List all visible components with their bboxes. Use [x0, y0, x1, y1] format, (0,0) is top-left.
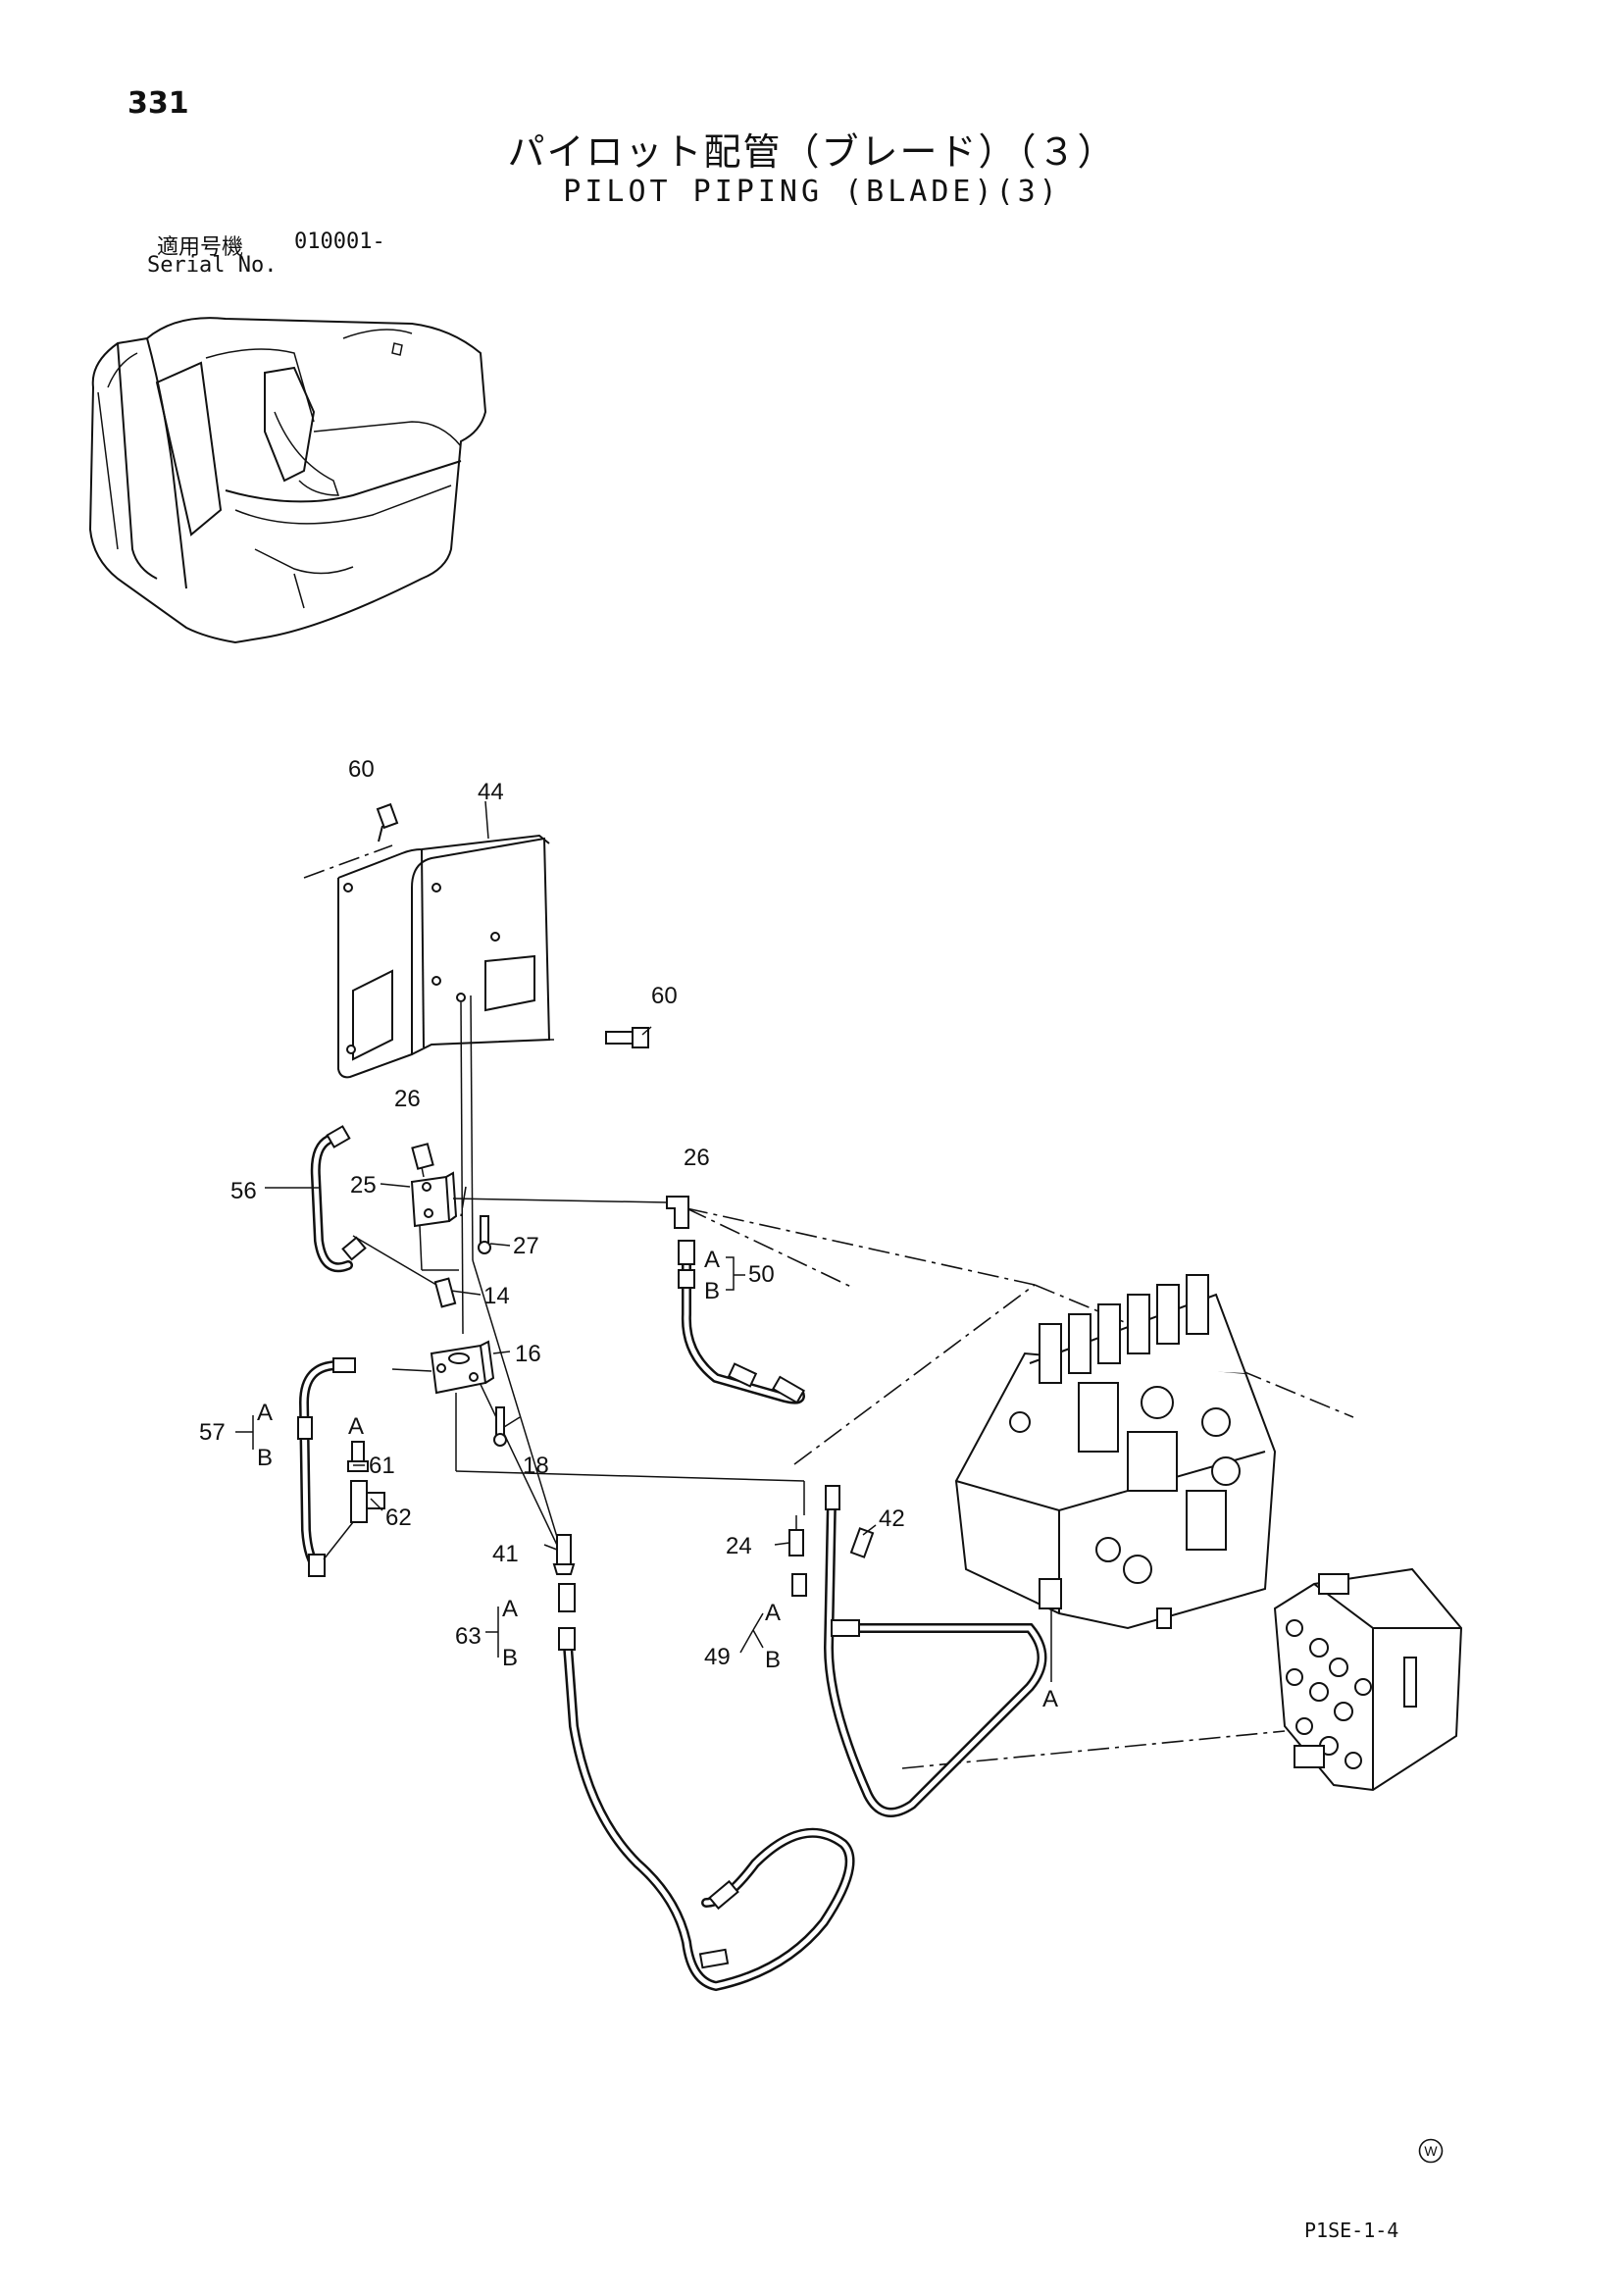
serial-number-value: 010001-: [294, 230, 385, 254]
page-number: 331: [127, 86, 189, 121]
w-mark-icon: W: [1418, 2138, 1444, 2164]
letter-a-63: A: [502, 1596, 518, 1622]
bolt-60-side: [605, 1027, 649, 1048]
callout-49: 49: [704, 1644, 731, 1670]
callout-42: 42: [879, 1505, 905, 1532]
control-valve-assembly: [954, 1274, 1277, 1682]
connector-41: [552, 1534, 576, 1575]
bracket-plate: [337, 834, 551, 1079]
hose-56: [310, 1125, 367, 1273]
callout-60-top: 60: [348, 756, 375, 783]
valve-block-25: [410, 1171, 459, 1271]
callout-16: 16: [515, 1341, 541, 1367]
bolt-60-top: [376, 802, 399, 842]
serial-label-japanese: 適用号機: [157, 235, 244, 260]
excavator-overview-sketch: [88, 317, 487, 644]
callout-26-upper: 26: [394, 1086, 421, 1112]
letter-b-63: B: [502, 1645, 518, 1671]
hose-63: [558, 1583, 855, 1992]
connector-42: [849, 1527, 875, 1558]
fitting-61: [347, 1441, 369, 1472]
letter-a-61: A: [348, 1413, 364, 1440]
w-mark-letter: W: [1424, 2143, 1438, 2159]
callout-26-right: 26: [684, 1145, 710, 1171]
callout-18: 18: [523, 1453, 549, 1479]
letter-b-50: B: [704, 1278, 720, 1304]
callout-60-side: 60: [651, 983, 678, 1009]
callout-63: 63: [455, 1623, 482, 1650]
letter-a-49: A: [765, 1600, 781, 1626]
letter-a-57: A: [257, 1400, 273, 1426]
hose-57: [297, 1357, 356, 1577]
bolt-27: [478, 1215, 491, 1254]
hose-50: [678, 1240, 805, 1404]
letter-b-57: B: [257, 1445, 273, 1471]
connector-24: [788, 1515, 804, 1556]
serial-label-english: Serial No.: [147, 253, 278, 278]
bolt-18: [493, 1406, 507, 1447]
hose-49: [791, 1485, 1047, 1817]
letter-b-49: B: [765, 1647, 781, 1673]
connector-14: [352, 1235, 457, 1308]
callout-56: 56: [230, 1178, 257, 1204]
elbow-fitting-26-upper: [411, 1143, 434, 1178]
drawing-code: P1SE-1-4: [1304, 2219, 1399, 2242]
tee-fitting-62: [323, 1480, 385, 1560]
page-title-english: PILOT PIPING (BLADE)(3): [563, 175, 1061, 209]
callout-24: 24: [726, 1533, 752, 1559]
leader-lines: [303, 844, 1354, 1769]
callout-50: 50: [748, 1261, 775, 1288]
letter-a-control-valve: A: [1042, 1686, 1058, 1712]
callout-62: 62: [385, 1505, 412, 1531]
callout-25: 25: [350, 1172, 377, 1199]
page-title-japanese: パイロット配管（ブレード）（３）: [507, 130, 1117, 174]
callout-brackets: [235, 800, 877, 1658]
letter-a-50: A: [704, 1247, 720, 1273]
callout-44: 44: [478, 779, 504, 805]
elbow-fitting-26-right: [666, 1196, 689, 1229]
callout-27: 27: [513, 1233, 539, 1259]
callout-61: 61: [369, 1453, 395, 1479]
callout-14: 14: [483, 1283, 510, 1309]
callout-57: 57: [199, 1419, 226, 1446]
callout-41: 41: [492, 1541, 519, 1567]
valve-block-16: [391, 1340, 805, 1515]
pilot-valve-assembly: [1273, 1567, 1463, 1792]
